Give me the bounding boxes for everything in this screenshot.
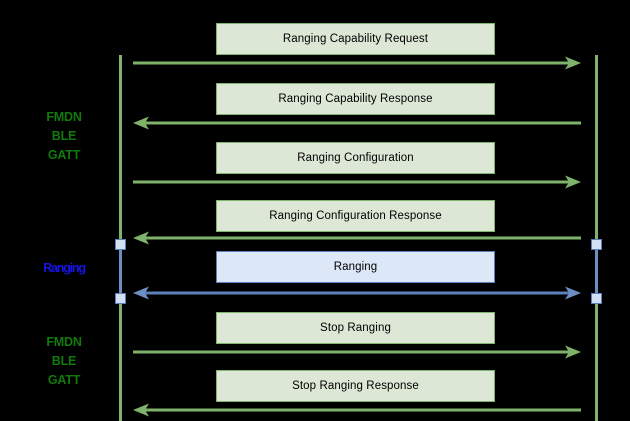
right-lifeline (595, 55, 598, 241)
right-activation-bar (595, 244, 598, 302)
label-fmdn-ble-gatt-top: FMDN BLE GATT (22, 108, 106, 165)
left-activation-bar (119, 244, 122, 302)
label-line-fmdn: FMDN (46, 110, 82, 124)
message-arrow-ranging-configuration-response (133, 231, 581, 245)
message-arrow-ranging-bidirectional (133, 286, 581, 300)
right-activation-node-start (591, 239, 602, 250)
left-lifeline (119, 55, 122, 241)
label-line-gatt-2: GATT (47, 373, 81, 387)
left-activation-node-start (115, 239, 126, 250)
left-activation-node-end (115, 293, 126, 304)
message-arrow-stop-ranging-response (133, 403, 581, 417)
label-line-fmdn-2: FMDN (46, 335, 82, 349)
label-line-gatt: GATT (47, 148, 81, 162)
left-lifeline-lower (119, 304, 122, 421)
message-box-ranging-configuration-response: Ranging Configuration Response (216, 200, 495, 232)
message-box-ranging: Ranging (216, 251, 495, 283)
label-line-ranging: Ranging (43, 261, 86, 275)
label-fmdn-ble-gatt-bottom: FMDN BLE GATT (22, 333, 106, 390)
message-box-ranging-configuration: Ranging Configuration (216, 142, 495, 174)
label-line-ble: BLE (51, 129, 77, 143)
message-box-ranging-capability-request: Ranging Capability Request (216, 23, 495, 55)
message-box-stop-ranging-response: Stop Ranging Response (216, 370, 495, 402)
right-lifeline-lower (595, 304, 598, 421)
message-box-stop-ranging: Stop Ranging (216, 312, 495, 344)
label-line-ble-2: BLE (51, 354, 77, 368)
message-box-ranging-capability-response: Ranging Capability Response (216, 83, 495, 115)
message-arrow-ranging-capability-response (133, 116, 581, 130)
message-arrow-ranging-configuration (133, 175, 581, 189)
message-arrow-stop-ranging (133, 345, 581, 359)
message-arrow-ranging-capability-request (133, 56, 581, 70)
right-activation-node-end (591, 293, 602, 304)
label-ranging: Ranging (22, 259, 106, 278)
